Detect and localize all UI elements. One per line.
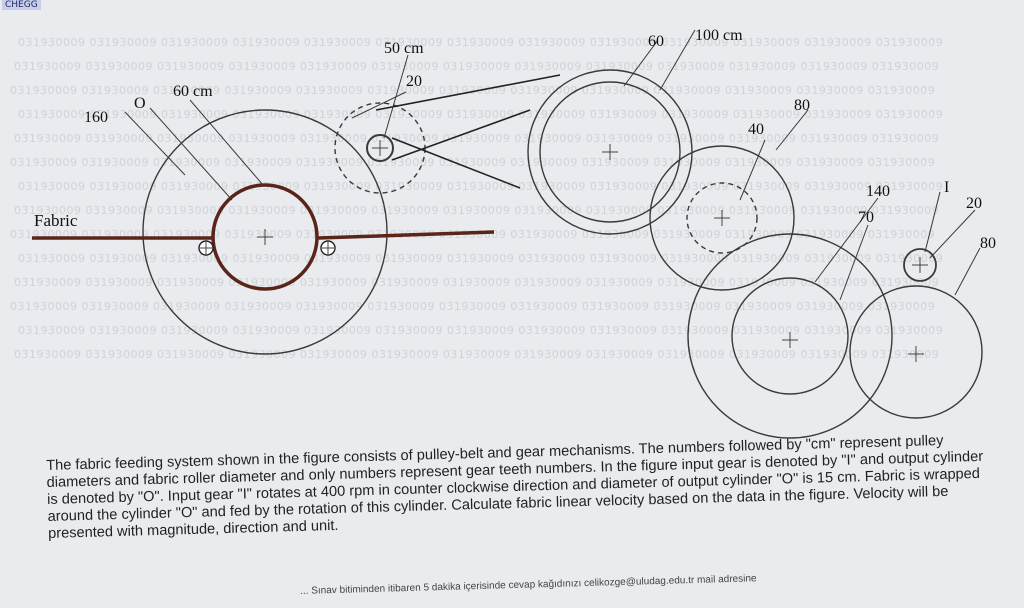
gear-160 <box>142 109 388 355</box>
leader-80 <box>775 109 809 151</box>
belt-cross <box>391 109 531 161</box>
pulley-100cm <box>539 81 681 223</box>
fabric-line-right <box>317 230 495 240</box>
watermark-row: 031930009 031930009 031930009 031930009 … <box>18 252 943 265</box>
gear-80-lower <box>849 285 983 419</box>
watermark-row: 031930009 031930009 031930009 031930009 … <box>10 156 935 169</box>
label-teeth-20-upper: 20 <box>406 73 422 90</box>
background-watermark: 031930009 031930009 031930009 031930009 … <box>10 36 943 361</box>
label-teeth-160: 160 <box>84 109 108 126</box>
leader-20-right <box>929 209 976 259</box>
watermark-row: 031930009 031930009 031930009 031930009 … <box>14 276 939 289</box>
label-teeth-70: 70 <box>858 209 874 226</box>
label-50cm: 50 cm <box>384 40 424 57</box>
gear-70 <box>731 277 849 395</box>
watermark-row: 031930009 031930009 031930009 031930009 … <box>14 132 939 145</box>
label-input-i: I <box>944 179 949 196</box>
label-teeth-80-lower: 80 <box>980 235 996 252</box>
leader-o <box>149 107 233 201</box>
watermark-row: 031930009 031930009 031930009 031930009 … <box>18 36 943 49</box>
watermark-row: 031930009 031930009 031930009 031930009 … <box>14 348 939 361</box>
label-100cm: 100 cm <box>695 27 743 44</box>
label-teeth-60: 60 <box>648 33 664 50</box>
watermark-row: 031930009 031930009 031930009 031930009 … <box>14 204 939 217</box>
leader-100cm <box>659 29 696 91</box>
leader-40 <box>739 139 766 201</box>
label-teeth-80-upper: 80 <box>794 97 810 114</box>
corner-tag: CHEGG <box>2 0 41 10</box>
watermark-row: 031930009 031930009 031930009 031930009 … <box>18 180 943 193</box>
belt-upper <box>375 74 561 111</box>
watermark-row: 031930009 031930009 031930009 031930009 … <box>10 84 935 97</box>
pulley-50cm <box>366 134 394 162</box>
gear-40 <box>686 182 758 254</box>
label-60cm: 60 cm <box>173 83 213 100</box>
watermark-row: 031930009 031930009 031930009 031930009 … <box>14 60 939 73</box>
output-cylinder-o <box>211 183 319 291</box>
leader-60 <box>623 39 659 87</box>
label-teeth-40: 40 <box>748 121 764 138</box>
input-gear-i <box>903 248 937 282</box>
leader-20 <box>351 91 407 119</box>
gear-140 <box>687 233 893 439</box>
leader-140 <box>814 197 879 283</box>
leader-80-lower <box>954 247 981 296</box>
leader-70 <box>839 224 869 301</box>
belt-lower <box>391 137 521 189</box>
leader-i <box>924 191 941 253</box>
label-output-o: O <box>134 95 146 112</box>
watermark-row: 031930009 031930009 031930009 031930009 … <box>10 228 935 241</box>
label-fabric: Fabric <box>34 211 78 230</box>
label-teeth-20-right: 20 <box>966 195 982 212</box>
label-teeth-140: 140 <box>866 183 890 200</box>
leader-160 <box>124 111 186 176</box>
gear-80 <box>649 145 795 291</box>
watermark-row: 031930009 031930009 031930009 031930009 … <box>10 300 935 313</box>
leader-60cm <box>189 99 264 186</box>
watermark-row: 031930009 031930009 031930009 031930009 … <box>18 324 943 337</box>
